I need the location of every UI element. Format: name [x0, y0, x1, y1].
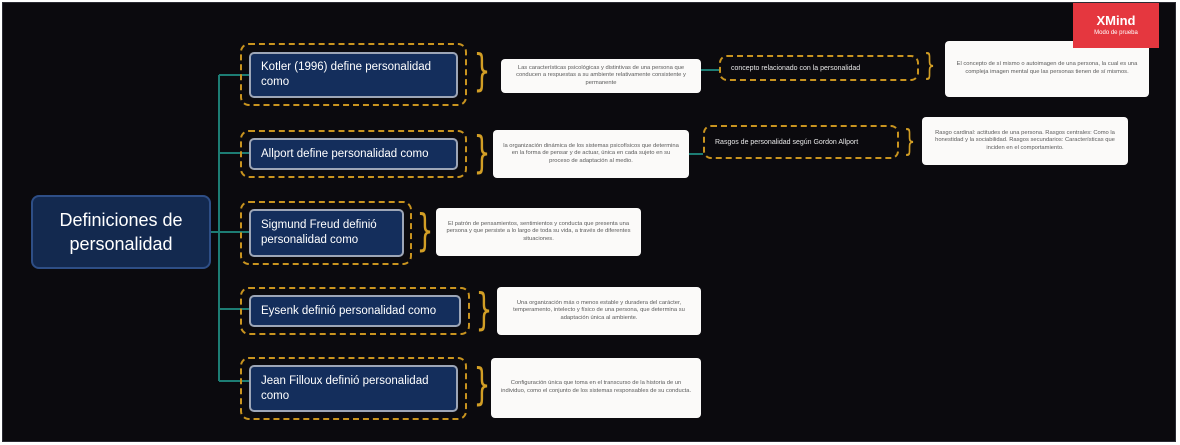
branch-allport-label: Allport define personalidad como: [261, 147, 429, 160]
branch-3-outline: [240, 201, 412, 265]
note-freud[interactable]: El patrón de pensamientos, sentimientos …: [436, 208, 641, 256]
central-topic[interactable]: Definiciones de personalidad: [31, 195, 211, 269]
trial-mode-text: Modo de prueba: [1094, 30, 1138, 36]
branch-2-outline: [240, 130, 467, 178]
branch-filloux[interactable]: Jean Filloux definió personalidad como: [249, 365, 458, 412]
central-topic-label: Definiciones de personalidad: [59, 210, 183, 254]
note-kotler-concept-text: El concepto de sí mismo o autoimagen de …: [956, 61, 1138, 75]
note-kotler-text: Las características psicológicas y disti…: [516, 64, 686, 86]
note-filloux[interactable]: Configuración única que toma en el trans…: [491, 358, 701, 418]
connector-lines: [211, 69, 719, 382]
xmind-watermark-badge: XMind Modo de prueba: [1073, 3, 1159, 48]
note-kotler-concept[interactable]: El concepto de sí mismo o autoimagen de …: [945, 41, 1149, 97]
branch-allport[interactable]: Allport define personalidad como: [249, 138, 458, 170]
bracket-2b: }: [903, 124, 916, 159]
branch-4-outline: [240, 287, 470, 335]
concept-allport[interactable]: Rasgos de personalidad según Gordon Allp…: [703, 125, 899, 159]
note-allport-concept[interactable]: Rasgo cardinal: actitudes de una persona…: [922, 117, 1128, 165]
branch-freud[interactable]: Sigmund Freud definió personalidad como: [249, 209, 404, 257]
note-allport-text: la organización dinámica de los sistemas…: [503, 142, 679, 164]
branch-eysenk[interactable]: Eysenk definió personalidad como: [249, 295, 461, 327]
bracket-1: }: [473, 45, 491, 96]
branch-kotler-label: Kotler (1996) define personalidad como: [261, 61, 432, 88]
branch-filloux-label: Jean Filloux definió personalidad como: [261, 374, 429, 402]
bracket-2: }: [473, 127, 491, 178]
bracket-1b: }: [923, 48, 936, 83]
branch-5-outline: [240, 357, 467, 420]
note-freud-text: El patrón de pensamientos, sentimientos …: [446, 220, 631, 242]
xmind-logo-text: XMind: [1096, 13, 1136, 28]
note-filloux-text: Configuración única que toma en el trans…: [500, 380, 692, 394]
branch-kotler[interactable]: Kotler (1996) define personalidad como: [249, 52, 458, 98]
note-eysenk[interactable]: Una organización más o menos estable y d…: [497, 287, 701, 335]
bracket-3: }: [416, 205, 434, 256]
concept-kotler[interactable]: concepto relacionado con la personalidad: [719, 55, 919, 81]
note-eysenk-text: Una organización más o menos estable y d…: [513, 299, 685, 321]
note-kotler[interactable]: Las características psicológicas y disti…: [501, 59, 701, 93]
concept-kotler-label: concepto relacionado con la personalidad: [731, 64, 861, 72]
branch-freud-label: Sigmund Freud definió personalidad como: [261, 219, 377, 246]
note-allport-concept-text: Rasgo cardinal: actitudes de una persona…: [935, 129, 1115, 151]
bracket-4: }: [475, 284, 493, 335]
branch-eysenk-label: Eysenk definió personalidad como: [261, 304, 437, 317]
note-allport[interactable]: la organización dinámica de los sistemas…: [493, 130, 689, 178]
bracket-5: }: [473, 359, 491, 410]
concept-allport-label: Rasgos de personalidad según Gordon Allp…: [715, 138, 859, 146]
branch-1-outline: [240, 43, 467, 106]
